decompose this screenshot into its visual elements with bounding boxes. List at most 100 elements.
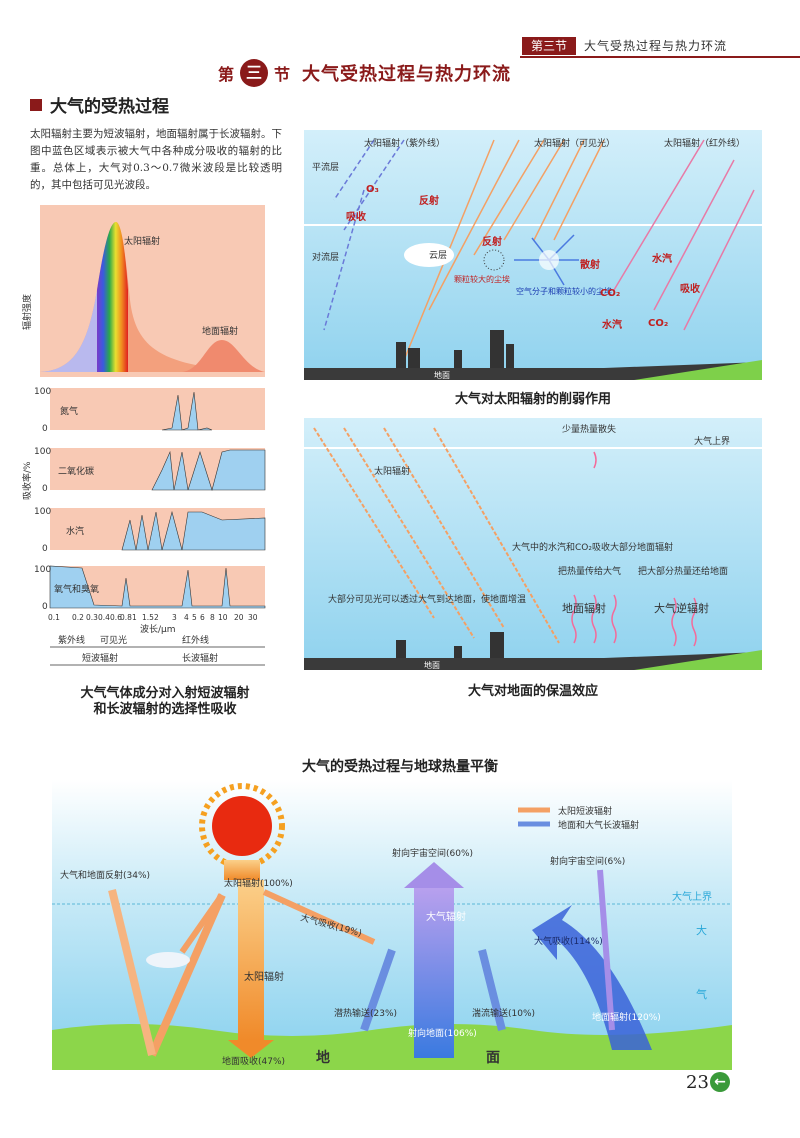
tick-0-1: 0.1 xyxy=(48,613,60,622)
atm-rad-up-arrow xyxy=(404,862,464,888)
ground-strip-2 xyxy=(304,652,762,670)
page-number: 23 xyxy=(686,1072,709,1093)
label-vis: 太阳辐射（可见光） xyxy=(534,137,615,149)
tick-0-4: 0.4 xyxy=(98,613,110,622)
reflect-beam-1 xyxy=(148,893,226,1057)
label-cloud: 云层 xyxy=(429,250,447,261)
label-latent-23: 潜热输送(23%) xyxy=(334,1007,397,1019)
ground-strip xyxy=(304,362,762,380)
x-axis-label: 波长/μm xyxy=(140,623,176,635)
solar-rad-label: 太阳辐射 xyxy=(124,235,160,247)
label-top: 大气上界 xyxy=(694,435,730,447)
label-qi: 气 xyxy=(696,987,707,1001)
label-absorb-text: 大气中的水汽和CO₂吸收大部分地面辐射 xyxy=(512,541,673,553)
sun-rays-icon xyxy=(199,783,285,869)
label-big-dust: 颗粒较大的尘埃 xyxy=(454,274,510,284)
sun-icon xyxy=(212,796,272,856)
solar-wave-arrows xyxy=(313,427,560,644)
to-space-6-arrow xyxy=(597,869,615,1031)
uv-band-label: 紫外线 xyxy=(58,634,85,646)
svg-text:0: 0 xyxy=(42,602,48,612)
greenhouse-figure: 少量热量散失 大气上界 太阳辐射 大气中的水汽和CO₂吸收大部分地面辐射 把热量… xyxy=(304,418,762,670)
tick-0-2: 0.2 xyxy=(72,613,84,622)
atm-absorb-beam xyxy=(262,889,376,945)
label-scatter: 散射 xyxy=(580,258,600,271)
cloud-icon xyxy=(404,243,454,267)
label-loss: 少量热量散失 xyxy=(562,423,616,435)
city-skyline-2 xyxy=(396,632,504,660)
x-tick-labels: 0.1 0.2 0.3 0.4 0.6 0.8 1 1.5 2 3 4 5 6 … xyxy=(48,613,258,622)
ir-band-label: 红外线 xyxy=(182,634,209,646)
balance-title: 大气的受热过程与地球热量平衡 xyxy=(302,759,498,775)
label-small-dust: 空气分子和颗粒较小的尘埃 xyxy=(516,286,612,296)
visible-band-label: 可见光 xyxy=(100,634,127,646)
svg-text:100: 100 xyxy=(34,447,51,457)
header-section-title: 大气受热过程与热力环流 xyxy=(584,39,728,53)
label-o3: O₃ xyxy=(366,184,379,195)
legend-long: 地面和大气长波辐射 xyxy=(558,819,639,831)
label-ground-absorb-47: 地面吸收(47%) xyxy=(222,1055,285,1067)
tick-1-5: 1.5 xyxy=(142,613,154,622)
svg-text:0: 0 xyxy=(42,424,48,434)
spectrum-caption-1: 大气气体成分对入射短波辐射 xyxy=(80,686,250,701)
spectrum-figure: 太阳辐射 地面辐射 辐射强度 氮气 100 0 二氧化碳 100 0 水汽 10… xyxy=(22,205,266,666)
subheading: 大气的受热过程 xyxy=(30,92,169,117)
label-ground-1: 地面 xyxy=(434,370,450,380)
label-solar-100: 太阳辐射(100%) xyxy=(224,877,293,889)
absorb-row-n2: 氮气 100 0 xyxy=(34,387,265,434)
solar-column-arrowhead xyxy=(228,1040,274,1058)
label-space-6: 射向宇宙空间(6%) xyxy=(550,855,625,867)
visible-spectrum xyxy=(97,222,128,372)
label-co2-2: CO₂ xyxy=(648,318,668,329)
section-word-left: 第 xyxy=(218,65,235,84)
label-di: 地 xyxy=(316,1049,330,1066)
subheading-text: 大气的受热过程 xyxy=(50,97,169,117)
label-reflect-2: 反射 xyxy=(482,235,502,248)
label-co2-1: CO₂ xyxy=(600,288,620,299)
tick-6: 6 xyxy=(200,613,205,622)
tick-0-3: 0.3 xyxy=(86,613,98,622)
label-space-60: 射向宇宙空间(60%) xyxy=(392,847,473,859)
tick-20: 20 xyxy=(234,613,244,622)
greenhouse-caption: 大气对地面的保温效应 xyxy=(467,684,598,699)
tick-4: 4 xyxy=(184,613,189,622)
ground-hills xyxy=(52,1024,732,1070)
label-atm-rad: 大气辐射 xyxy=(426,910,466,923)
long-band-label: 长波辐射 xyxy=(182,652,218,664)
row-label-o2o3: 氧气和臭氧 xyxy=(54,583,99,595)
label-to-ground-106: 射向地面(106%) xyxy=(408,1027,477,1039)
label-return: 把大部分热量还给地面 xyxy=(638,565,728,577)
label-counter: 大气逆辐射 xyxy=(654,601,709,615)
header-bar xyxy=(520,36,800,58)
label-mian: 面 xyxy=(486,1050,500,1066)
ir-arrows xyxy=(613,139,755,331)
row-label-co2: 二氧化碳 xyxy=(58,465,94,477)
back-arrow-icon[interactable]: ← xyxy=(710,1072,730,1092)
section-word-right: 节 xyxy=(274,65,291,84)
intro-paragraph: 太阳辐射主要为短波辐射，地面辐射属于长波辐射。下图中蓝色区域表示被大气中各种成分… xyxy=(30,128,282,191)
tick-0-8: 0.8 xyxy=(120,613,132,622)
label-reflect-34: 大气和地面反射(34%) xyxy=(60,869,150,881)
absorb-axis-label: 吸收率/% xyxy=(22,461,33,500)
label-da: 大 xyxy=(696,923,707,937)
tick-0-6: 0.6 xyxy=(110,613,122,622)
tick-1: 1 xyxy=(132,613,137,622)
ground-rad-label: 地面辐射 xyxy=(202,325,238,337)
label-strat: 平流层 xyxy=(312,161,339,173)
reflect-beam-3 xyxy=(179,893,225,954)
bullet-square-icon xyxy=(30,98,42,111)
atm-rad-column xyxy=(414,888,454,1058)
cloud-icon-2 xyxy=(146,952,190,968)
ground-curve xyxy=(182,340,265,372)
row-label-n2: 氮气 xyxy=(60,405,78,417)
section-title: 第 三 节 大气受热过程与热力环流 xyxy=(218,58,511,88)
ground-rad-curve xyxy=(532,905,652,1050)
tick-30: 30 xyxy=(248,613,258,622)
short-band-label: 短波辐射 xyxy=(82,652,118,664)
spectrum-caption-2: 和长波辐射的选择性吸收 xyxy=(93,702,237,717)
absorb-row-co2: 二氧化碳 100 0 xyxy=(34,447,266,494)
city-skyline xyxy=(396,330,514,370)
label-reflect-1: 反射 xyxy=(419,194,439,207)
dust-large-icon xyxy=(483,249,505,271)
label-absorb-2: 吸收 xyxy=(680,282,700,295)
